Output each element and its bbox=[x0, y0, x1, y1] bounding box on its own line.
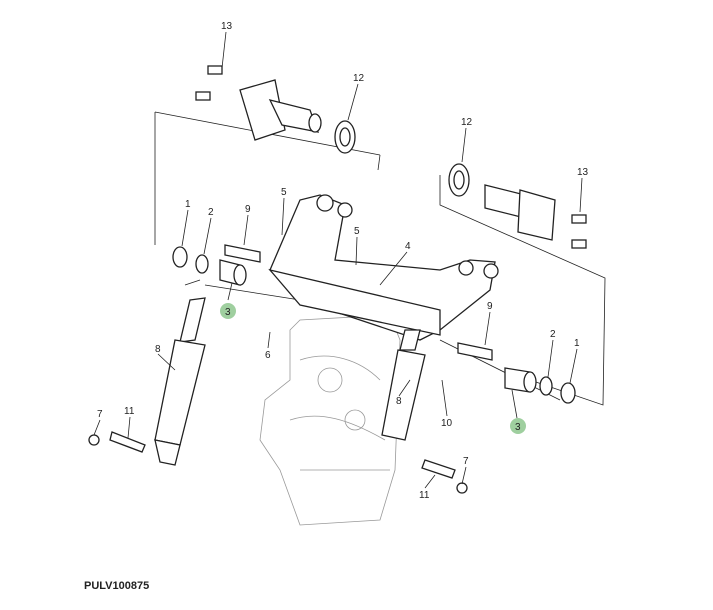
figure-id: PULV100875 bbox=[84, 580, 150, 592]
transmission-housing-ghost bbox=[259, 314, 401, 526]
callout-8: 8 bbox=[396, 396, 402, 407]
callout-5: 5 bbox=[354, 226, 360, 237]
callout-10: 10 bbox=[441, 418, 453, 429]
callout-3-highlighted[interactable]: 3 bbox=[515, 422, 521, 433]
callout-2: 2 bbox=[550, 329, 556, 340]
right-bracket-line bbox=[439, 175, 606, 406]
callout-2: 2 bbox=[208, 207, 214, 218]
highlight-circle bbox=[220, 303, 236, 319]
callout-11: 11 bbox=[124, 406, 135, 417]
callout-9: 9 bbox=[245, 204, 251, 215]
callout-leaders bbox=[93, 31, 583, 489]
callout-13: 13 bbox=[577, 167, 589, 178]
callout-4: 4 bbox=[405, 241, 411, 252]
left-bushing-set bbox=[172, 244, 261, 286]
callout-5: 5 bbox=[281, 187, 287, 198]
callout-3-highlighted[interactable]: 3 bbox=[225, 307, 231, 318]
callout-labels: 13 12 12 13 1 2 9 5 5 4 3 6 8 9 2 1 8 10… bbox=[97, 21, 589, 501]
callout-6: 6 bbox=[265, 350, 271, 361]
right-cylinder-8 bbox=[381, 329, 468, 494]
highlight-circle bbox=[510, 418, 526, 434]
callout-7: 7 bbox=[97, 409, 103, 420]
callout-12: 12 bbox=[461, 117, 473, 128]
shaft-12-13-left bbox=[195, 65, 356, 154]
callout-12: 12 bbox=[353, 73, 365, 84]
callout-8: 8 bbox=[155, 344, 161, 355]
callout-11: 11 bbox=[419, 490, 430, 501]
callout-7: 7 bbox=[463, 456, 469, 467]
left-cylinder-8 bbox=[88, 297, 206, 466]
callout-13: 13 bbox=[221, 21, 233, 32]
front-axle-support-4 bbox=[268, 194, 499, 341]
callout-1: 1 bbox=[185, 199, 191, 210]
callout-9: 9 bbox=[487, 301, 493, 312]
right-bushing-set bbox=[457, 342, 576, 404]
callout-1: 1 bbox=[574, 338, 580, 349]
shaft-12-13-right bbox=[448, 163, 587, 249]
